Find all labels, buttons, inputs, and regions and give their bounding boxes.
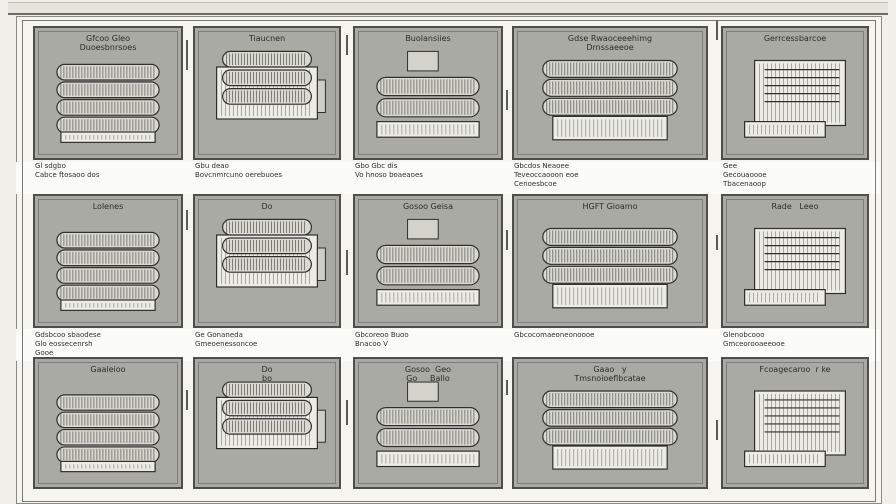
row-strip-1 [16, 162, 880, 194]
panel-caption: Gl sdgbo [35, 162, 66, 170]
panel-divider [506, 90, 508, 110]
panel-caption: Glo eossecenrsh [35, 340, 93, 348]
panel-caption: Bnacoo V [355, 340, 388, 348]
panel-caption: Gbcocomaeoneonoooe [514, 331, 595, 339]
panel-caption: Gmeoenessoncoe [195, 340, 258, 348]
panel-caption: Gbcdos Neaoee [514, 162, 570, 170]
panel-divider [186, 210, 188, 230]
catalog-panel-r1c3[interactable]: Buolansiies [353, 26, 503, 160]
catalog-panel-r1c2[interactable]: Tiaucnen [193, 26, 341, 160]
panel-caption: Gmceorooaeeooe [723, 340, 785, 348]
machine-illustration [195, 359, 339, 487]
panel-title: Gdse Rwaoceeehimg Drnssaeeoe [567, 34, 653, 52]
panel-divider [346, 400, 348, 425]
panel-title: Tiaucnen [248, 34, 286, 43]
panel-title: Gaaleioo [90, 365, 126, 374]
panel-divider [716, 20, 718, 40]
panel-divider [506, 380, 508, 395]
panel-title: Gfcoo Gleo Duoesbnrsoes [79, 34, 137, 52]
catalog-panel-r1c5[interactable]: Gerrcessbarcoe [721, 26, 869, 160]
machine-illustration [355, 196, 501, 326]
catalog-panel-r3c2[interactable]: Do bo [193, 357, 341, 489]
panel-caption: Gooe [35, 349, 54, 357]
catalog-panel-r2c1[interactable]: Lolenes [33, 194, 183, 328]
panel-title: Rade Leeo [771, 202, 819, 211]
panel-caption: Cabce ftosaoo dos [35, 171, 100, 179]
panel-divider [506, 230, 508, 250]
machine-illustration [723, 28, 867, 158]
machine-illustration [35, 359, 181, 487]
machine-illustration [514, 359, 706, 487]
panel-caption: Gbo Gbc dis [355, 162, 398, 170]
panel-caption: Gbcoreoo Buoo [355, 331, 409, 339]
machine-illustration [355, 359, 501, 487]
catalog-panel-r1c4[interactable]: Gdse Rwaoceeehimg Drnssaeeoe [512, 26, 708, 160]
panel-title: Gosoo Geisa [402, 202, 453, 211]
panel-caption: Bovcnmrcuno oerebuoes [195, 171, 283, 179]
catalog-panel-r3c3[interactable]: Gosoo Geo Go Ballo [353, 357, 503, 489]
panel-caption: Tbacenaoop [723, 180, 766, 188]
machine-illustration [195, 28, 339, 158]
panel-caption: Gee [723, 162, 738, 170]
machine-illustration [723, 196, 867, 326]
panel-title: Do [261, 202, 273, 211]
machine-illustration [35, 196, 181, 326]
panel-caption: Teveoccaooon eoe [514, 171, 579, 179]
panel-caption: Ge Gonaneda [195, 331, 243, 339]
machine-illustration [514, 28, 706, 158]
panel-title: HGFT Gioamo [582, 202, 638, 211]
machine-illustration [514, 196, 706, 326]
panel-caption: Gdsbcoo sbaodese [35, 331, 101, 339]
panel-divider [346, 250, 348, 275]
catalog-panel-r2c5[interactable]: Rade Leeo [721, 194, 869, 328]
catalog-panel-r2c4[interactable]: HGFT Gioamo [512, 194, 708, 328]
machine-illustration [355, 28, 501, 158]
panel-title: Buolansiies [405, 34, 451, 43]
machine-illustration [723, 359, 867, 487]
panel-divider [186, 40, 188, 70]
panel-caption: Glenobcooo [723, 331, 765, 339]
top-bar [8, 2, 888, 15]
panel-title: Gerrcessbarcoe [763, 34, 827, 43]
panel-title: Gaao y Tmsnoioeflbcatae [574, 365, 646, 383]
machine-illustration [35, 28, 181, 158]
catalog-panel-r1c1[interactable]: Gfcoo Gleo Duoesbnrsoes [33, 26, 183, 160]
panel-title: Do bo [261, 365, 273, 383]
catalog-panel-r3c4[interactable]: Gaao y Tmsnoioeflbcatae [512, 357, 708, 489]
catalog-panel-r3c1[interactable]: Gaaleioo [33, 357, 183, 489]
panel-title: Gosoo Geo Go Ballo [404, 365, 452, 383]
panel-caption: Cenoesbcoe [514, 180, 557, 188]
catalog-panel-r2c3[interactable]: Gosoo Geisa [353, 194, 503, 328]
panel-caption: Gbu deao [195, 162, 229, 170]
catalog-panel-r2c2[interactable]: Do [193, 194, 341, 328]
panel-divider [716, 420, 718, 440]
panel-title: Lolenes [92, 202, 124, 211]
machine-illustration [195, 196, 339, 326]
panel-caption: Vo hnoso boaeaoes [355, 171, 423, 179]
panel-title: Fcoagecaroo r ke [759, 365, 831, 374]
panel-divider [186, 390, 188, 410]
panel-caption: Gecouaoooe [723, 171, 767, 179]
catalog-panel-r3c5[interactable]: Fcoagecaroo r ke [721, 357, 869, 489]
panel-divider [346, 35, 348, 55]
row-strip-2 [16, 329, 880, 361]
panel-divider [716, 235, 718, 250]
